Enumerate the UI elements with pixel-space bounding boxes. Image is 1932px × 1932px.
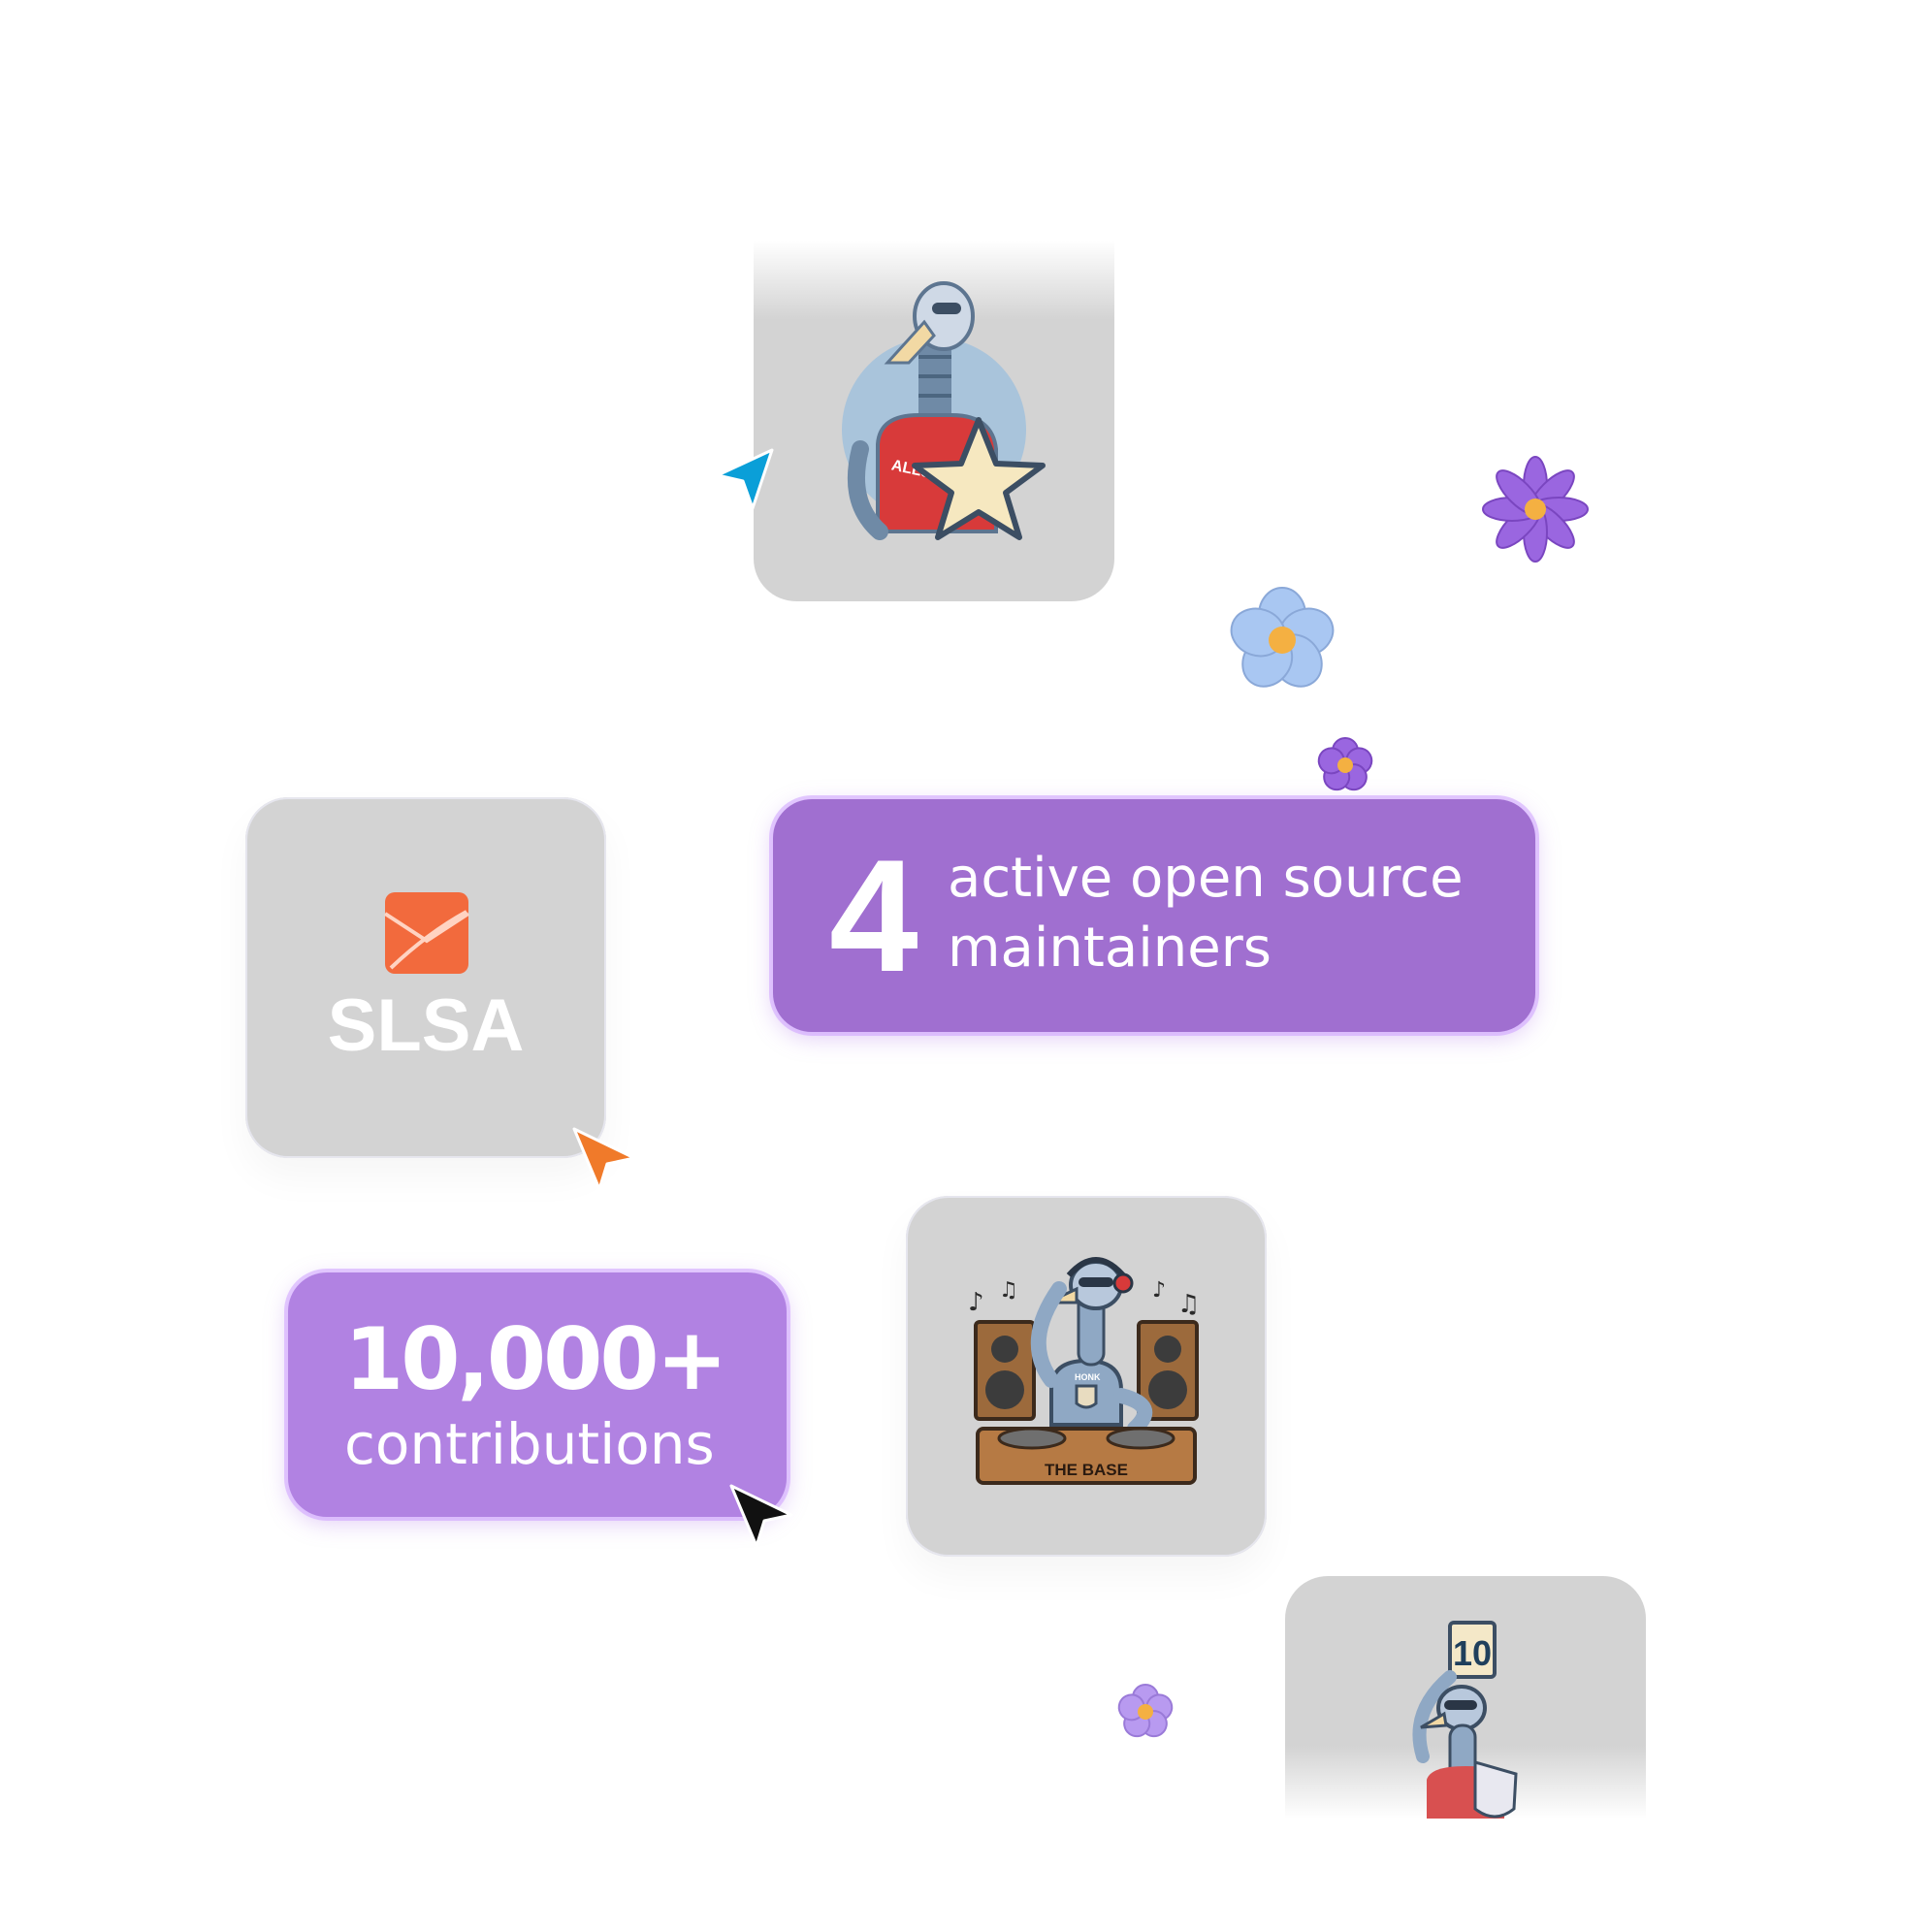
allstar-tile: ALLSTAR <box>754 241 1114 601</box>
purple-daisy-flower-icon <box>1482 456 1589 563</box>
blue-cursor-arrow-icon <box>716 448 774 510</box>
small-lavender-flower-icon <box>1117 1684 1174 1738</box>
orange-cursor-arrow-icon <box>572 1127 636 1191</box>
svg-text:♫: ♫ <box>999 1278 1018 1303</box>
contributions-count: 10,000+ <box>344 1309 727 1409</box>
allstar-goose-mascot-icon: ALLSTAR <box>842 281 1046 540</box>
score-card-goose-mascot-icon: 10 <box>1412 1621 1518 1819</box>
svg-text:♪: ♪ <box>968 1288 984 1317</box>
dj-goose-mascot-icon: ♪ ♫ ♪ ♫ HONK THE BASE <box>968 1257 1200 1485</box>
maintainers-stat-card: 4 active open source maintainers <box>773 799 1535 1032</box>
small-purple-flower-icon <box>1317 737 1373 791</box>
black-cursor-arrow-icon <box>729 1484 793 1548</box>
svg-text:♫: ♫ <box>1177 1290 1200 1319</box>
score-card-text: 10 <box>1453 1633 1492 1673</box>
slsa-wordmark: SLSA <box>327 984 525 1067</box>
maintainers-count: 4 <box>829 826 918 1005</box>
svg-text:♪: ♪ <box>1152 1278 1166 1303</box>
dj-deck-text: THE BASE <box>1045 1461 1128 1479</box>
blue-flower-icon <box>1230 587 1335 688</box>
contributions-label: contributions <box>344 1411 715 1477</box>
score-tile: 10 <box>1285 1576 1646 1819</box>
dj-tile: ♪ ♫ ♪ ♫ HONK THE BASE <box>906 1196 1267 1557</box>
dj-shirt-text: HONK <box>1075 1372 1101 1382</box>
maintainers-label: active open source maintainers <box>948 847 1464 980</box>
contributions-stat-card: 10,000+ contributions <box>288 1272 787 1517</box>
slsa-envelope-logo-icon <box>383 892 470 974</box>
slsa-tile: SLSA <box>245 797 606 1158</box>
